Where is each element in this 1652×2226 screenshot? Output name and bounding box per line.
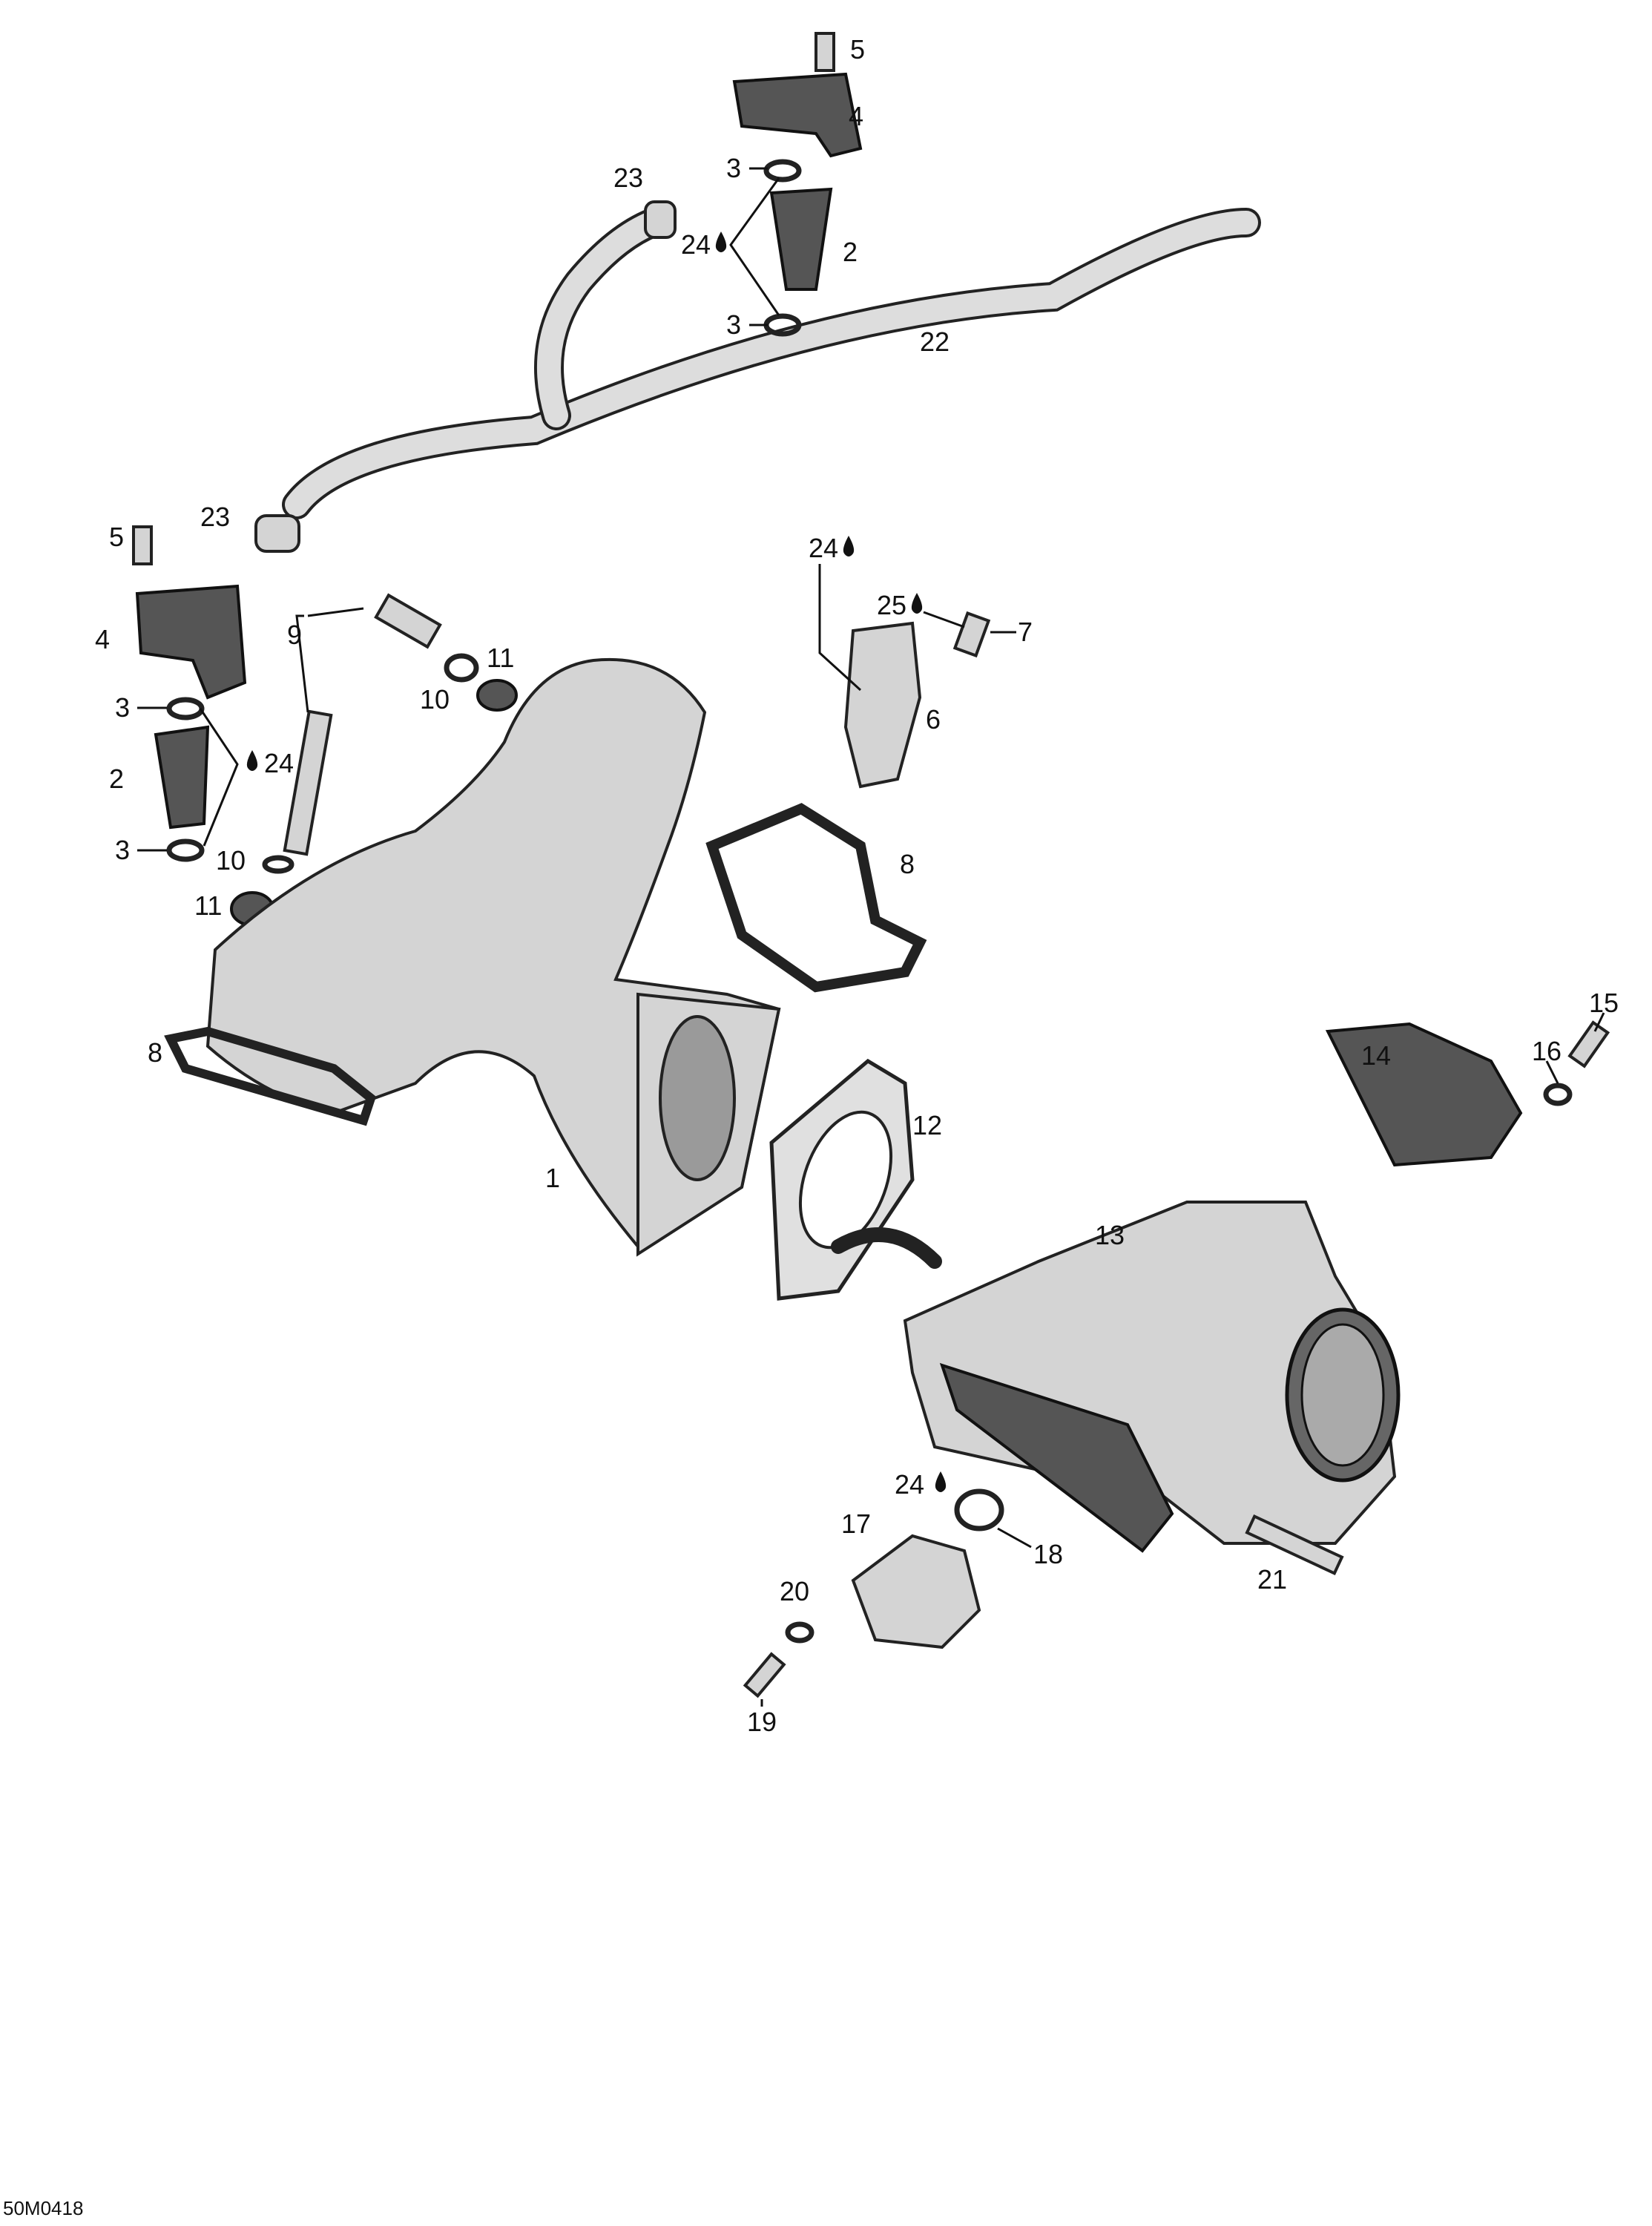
lubricant-drop-icons <box>246 232 947 1492</box>
callout-15: 15 <box>1589 988 1619 1018</box>
washer-10-left <box>262 855 294 874</box>
callout-12: 12 <box>912 1110 942 1140</box>
sensor-housing-4-left <box>135 584 247 700</box>
callout-24: 24 <box>264 748 294 778</box>
callout-24: 24 <box>809 533 838 563</box>
callout-5: 5 <box>109 522 124 552</box>
grommet-11-top <box>476 679 518 712</box>
callout-20: 20 <box>780 1576 809 1606</box>
callout-3: 3 <box>115 692 130 723</box>
lubricant-drop-icon <box>911 593 923 614</box>
washer-16 <box>1543 1083 1573 1106</box>
callout-3: 3 <box>726 153 741 183</box>
callout-4: 4 <box>849 101 863 131</box>
sensor-6 <box>843 621 922 789</box>
callout-10: 10 <box>216 845 246 876</box>
gasket-8-right <box>705 803 927 993</box>
o-ring-3-left-bottom <box>166 838 205 862</box>
callout-8: 8 <box>148 1037 162 1068</box>
gasket-8-left <box>164 1026 377 1126</box>
coolant-hose-22 <box>282 208 1261 519</box>
bolt-5-left <box>132 525 153 565</box>
callout-17: 17 <box>841 1508 871 1539</box>
callout-7: 7 <box>1018 617 1033 647</box>
callout-18: 18 <box>1033 1539 1063 1569</box>
o-ring-18 <box>954 1488 1004 1531</box>
callout-1: 1 <box>545 1163 560 1193</box>
lubricant-drop-icon <box>715 232 727 252</box>
bolt-9-long <box>283 709 333 856</box>
callout-2: 2 <box>843 237 858 267</box>
callout-16: 16 <box>1532 1036 1561 1066</box>
callout-10: 10 <box>420 684 450 715</box>
idle-air-control-17 <box>851 1534 981 1649</box>
callout-3: 3 <box>726 309 741 340</box>
lubricant-drop-icon <box>843 536 855 556</box>
callout-11: 11 <box>487 643 514 673</box>
throttle-position-sensor-14 <box>1325 1022 1523 1167</box>
callout-2: 2 <box>109 764 124 794</box>
leader-lines <box>137 167 1605 1707</box>
screw-19 <box>743 1652 786 1698</box>
o-ring-3-left-top <box>166 697 205 720</box>
diagram-code: 50M0418 <box>3 2197 83 2219</box>
sensor-2-left <box>154 725 210 830</box>
washer-20 <box>785 1621 815 1644</box>
callout-25: 25 <box>877 590 906 620</box>
callout-13: 13 <box>1095 1220 1125 1250</box>
sensor-2-top <box>769 187 833 291</box>
intake-manifold-1 <box>205 657 781 1257</box>
bolt-9-top <box>374 593 442 649</box>
lubricant-drop-icon <box>935 1471 947 1492</box>
bolt-5-top <box>815 32 835 72</box>
washer-10-top <box>444 653 479 683</box>
callout-labels: 1 2 2 3 3 3 3 4 4 5 5 6 7 8 8 9 10 10 11… <box>95 34 1619 1737</box>
callout-24: 24 <box>681 229 711 260</box>
o-ring-3-top <box>763 159 802 183</box>
hose-clamp-23-left <box>254 514 300 553</box>
callout-4: 4 <box>95 624 110 654</box>
bolt-21 <box>1245 1514 1344 1576</box>
callout-9: 9 <box>287 620 302 650</box>
callout-23: 23 <box>200 502 230 532</box>
lubricant-drop-icon <box>246 750 258 771</box>
hose-clamp-23-top <box>644 200 677 239</box>
callout-14: 14 <box>1361 1040 1391 1071</box>
sensor-housing-4-top <box>732 32 863 158</box>
callout-3: 3 <box>115 835 130 865</box>
bolt-7 <box>952 611 991 658</box>
callout-11: 11 <box>194 890 222 921</box>
callout-21: 21 <box>1257 1564 1287 1595</box>
callout-8: 8 <box>900 849 915 879</box>
throttle-body-13 <box>831 1201 1401 1553</box>
callout-22: 22 <box>920 326 950 357</box>
callout-6: 6 <box>926 704 941 735</box>
screw-15 <box>1567 1020 1610 1068</box>
callout-5: 5 <box>850 34 865 65</box>
callout-24: 24 <box>895 1469 924 1500</box>
callout-19: 19 <box>747 1707 777 1737</box>
callout-23: 23 <box>613 162 643 193</box>
